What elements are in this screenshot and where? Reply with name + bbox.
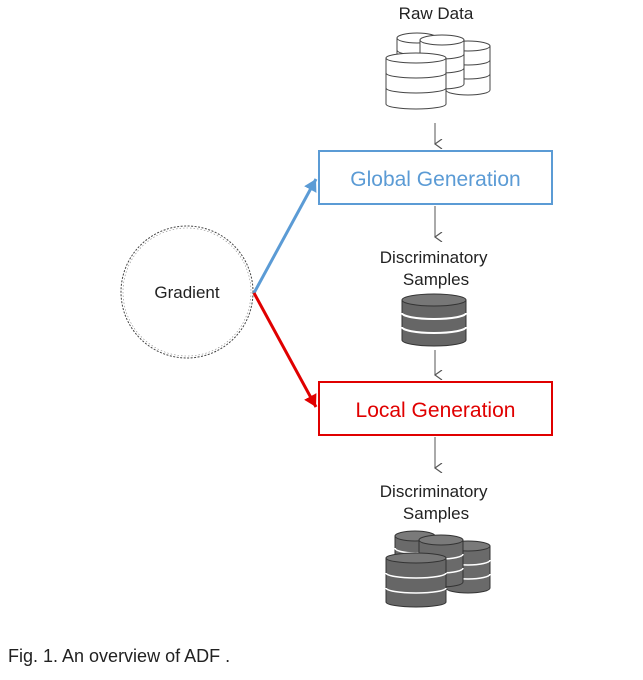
raw-data-label: Raw Data	[399, 4, 474, 23]
discriminatory-samples-line-2b: Samples	[403, 504, 469, 523]
arrow-gradient-to-local	[252, 292, 318, 408]
discriminatory-samples-label-1: Discriminatory Samples	[380, 248, 492, 289]
figure-caption: Fig. 1. An overview of ADF .	[8, 646, 231, 666]
local-generation-label: Local Generation	[356, 399, 516, 422]
discriminatory-samples-label-2: Discriminatory Samples	[380, 482, 492, 523]
gradient-node: Gradient	[120, 225, 254, 359]
database-dark-icon	[401, 293, 467, 347]
discriminatory-samples-line-1b: Samples	[403, 270, 469, 289]
database-stack-outline-icon	[385, 32, 491, 110]
arrow-gradient-to-global	[252, 178, 318, 294]
global-generation-box: Global Generation	[318, 150, 553, 205]
gradient-label: Gradient	[154, 283, 219, 302]
database-stack-dark-icon	[385, 530, 491, 608]
global-generation-label: Global Generation	[350, 168, 520, 191]
local-generation-box: Local Generation	[318, 381, 553, 436]
discriminatory-samples-line-1a: Discriminatory	[380, 248, 488, 267]
discriminatory-samples-line-2a: Discriminatory	[380, 482, 488, 501]
